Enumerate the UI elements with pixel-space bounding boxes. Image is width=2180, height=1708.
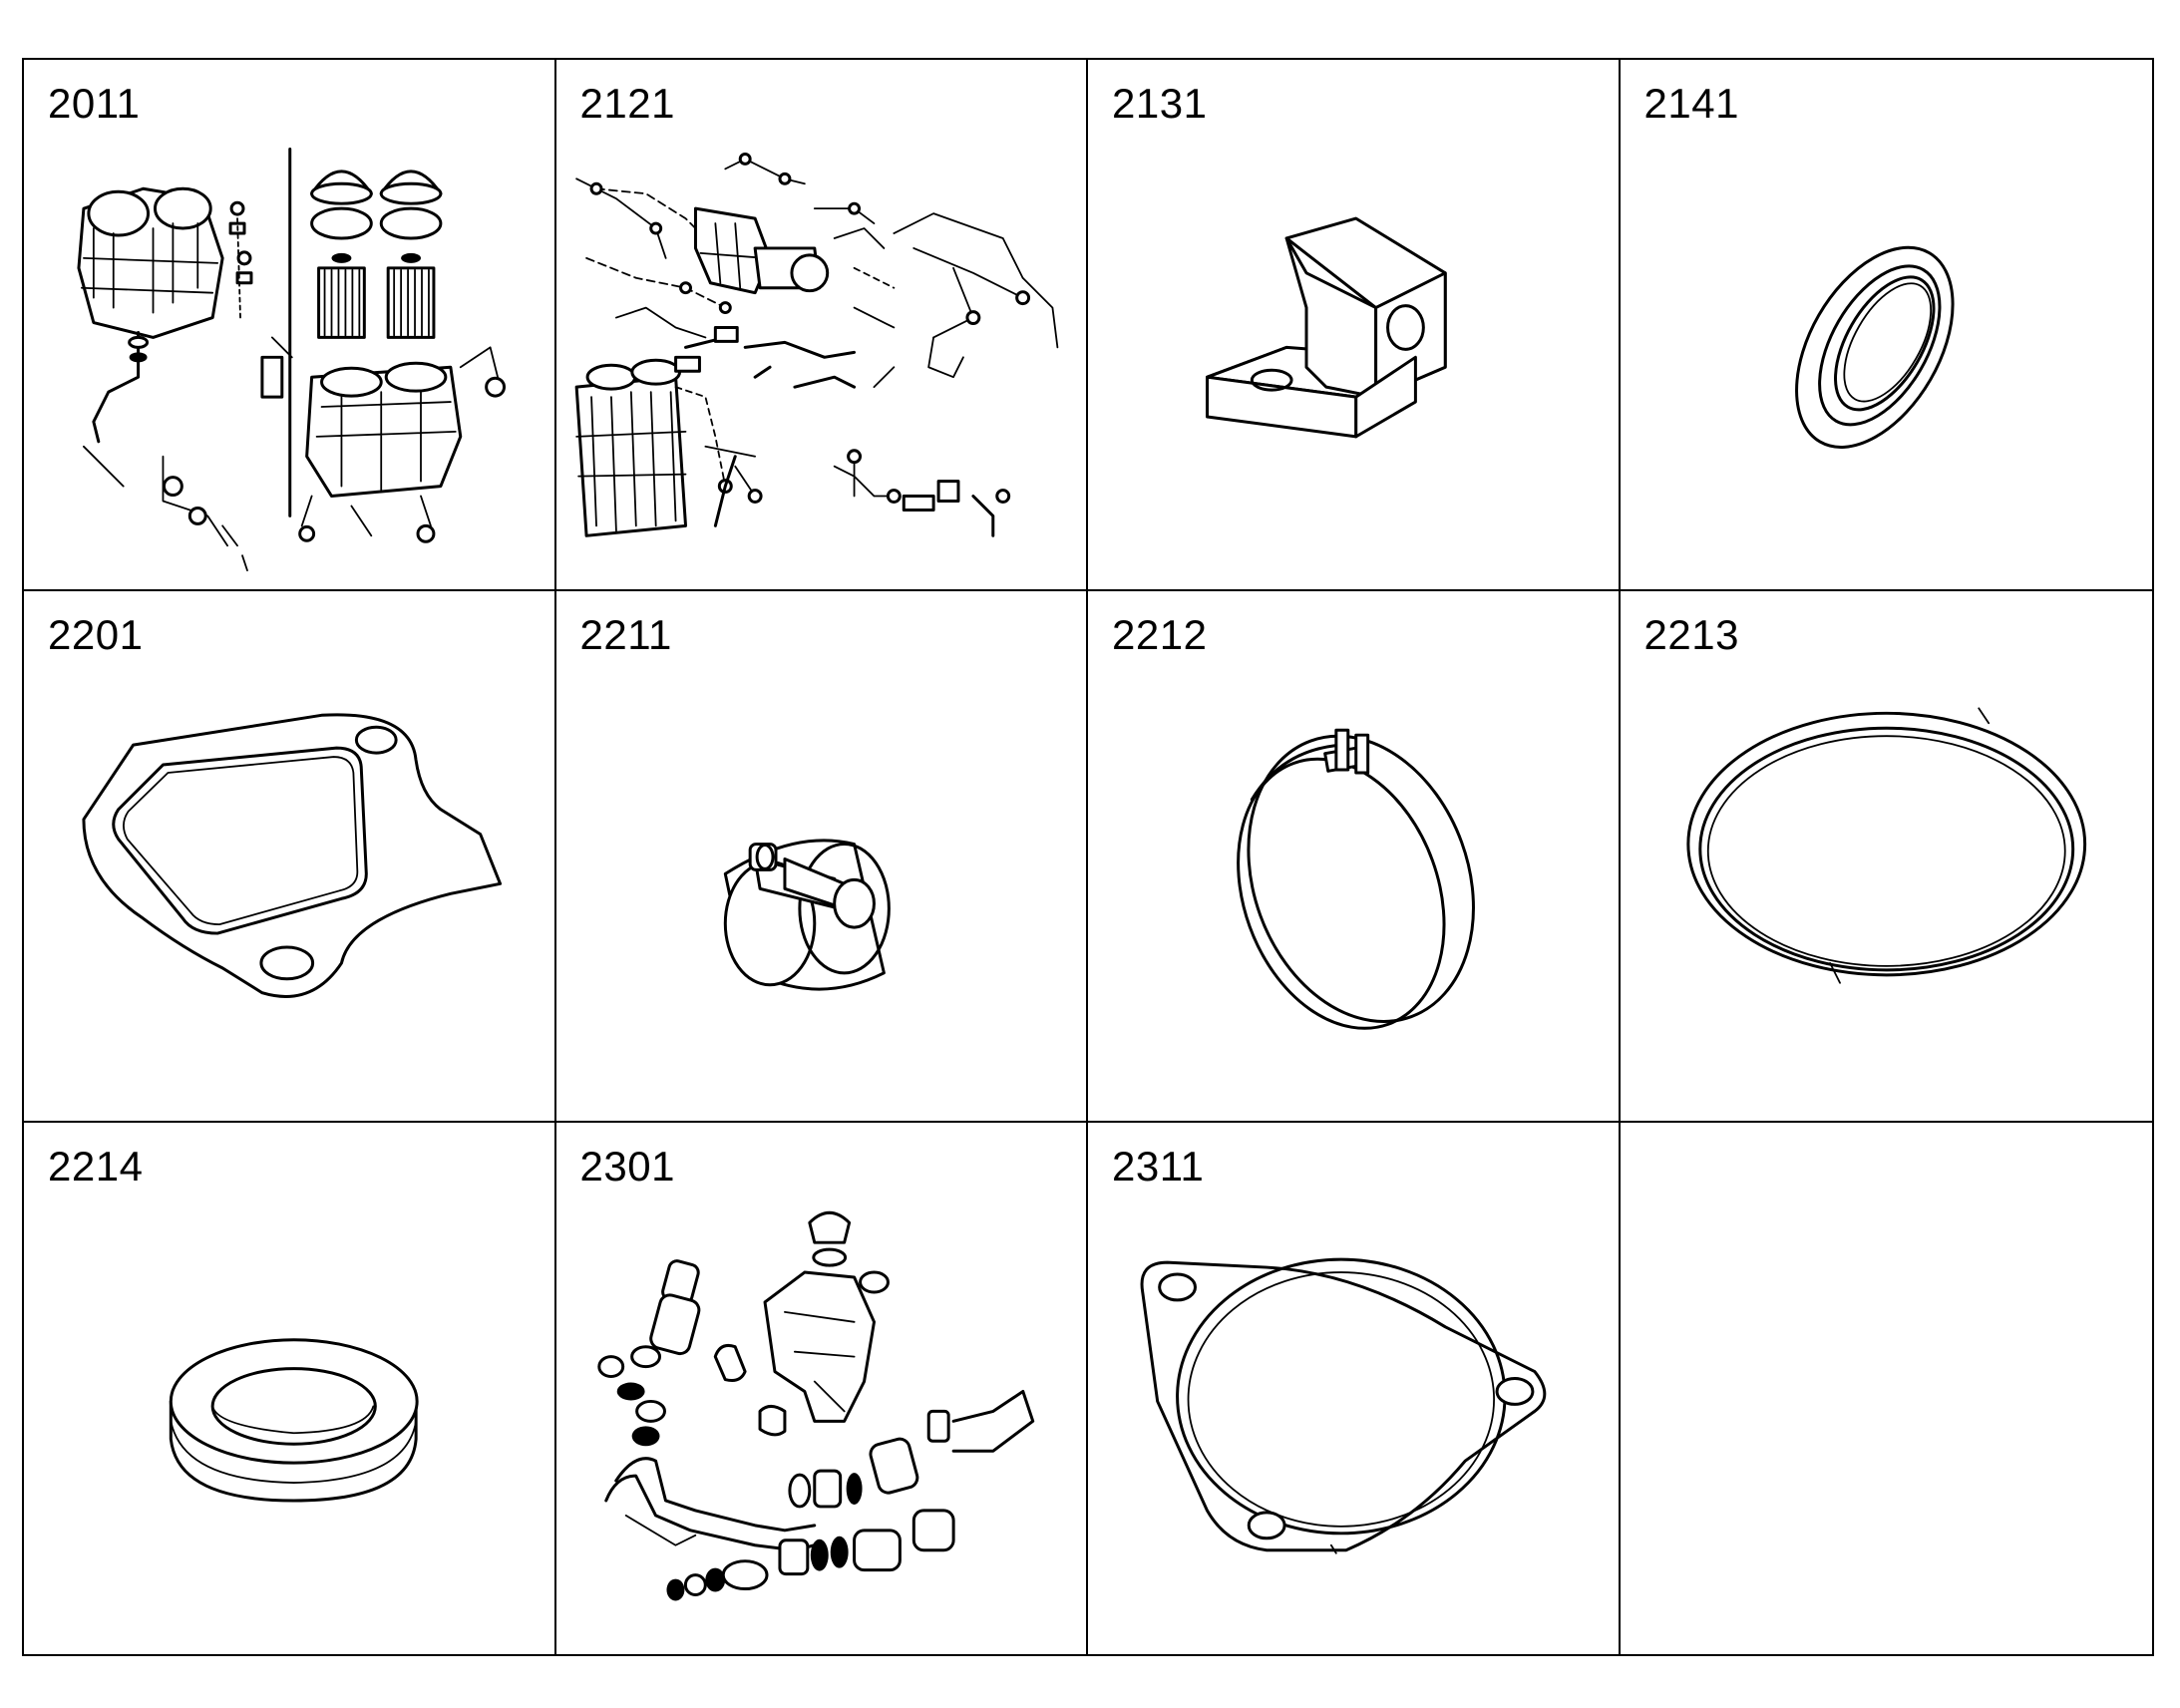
part-cell-2213[interactable]: 2213 xyxy=(1620,591,2152,1123)
part-cell-2121[interactable]: 2121 xyxy=(555,60,1088,591)
fuel-filter-module-exploded-icon xyxy=(77,148,507,572)
part-cell-2131[interactable]: 2131 xyxy=(1088,60,1621,591)
part-number: 2121 xyxy=(579,80,675,127)
t-bolt-hose-clamp-icon xyxy=(723,839,891,991)
part-number: 2011 xyxy=(48,80,141,127)
three-hole-flange-gasket-icon xyxy=(1140,1257,1547,1554)
shaft-seal-ring-icon xyxy=(1794,245,1955,449)
sealing-washer-icon xyxy=(169,1338,419,1503)
part-cell-2311[interactable]: 2311 xyxy=(1088,1123,1621,1654)
part-cell-2214[interactable]: 2214 xyxy=(24,1123,556,1654)
o-ring-icon xyxy=(1685,707,2086,984)
part-number: 2212 xyxy=(1112,611,1208,658)
part-number: 2131 xyxy=(1112,80,1208,127)
band-clamp-icon xyxy=(1237,728,1475,1030)
part-number: 2211 xyxy=(579,611,672,658)
part-number: 2213 xyxy=(1643,611,1739,658)
part-number: 2201 xyxy=(48,611,144,658)
part-number: 2311 xyxy=(1112,1143,1205,1190)
part-cell-2011[interactable]: 2011 xyxy=(24,60,556,591)
part-number: 2214 xyxy=(48,1143,144,1190)
part-number: 2301 xyxy=(579,1143,675,1190)
part-cell-2301[interactable]: 2301 xyxy=(556,1123,1088,1654)
mounting-bracket-icon xyxy=(1206,216,1447,439)
empty-cell xyxy=(1621,1123,2153,1654)
parts-grid: 2011 xyxy=(22,58,2154,1656)
part-number: 2141 xyxy=(1643,80,1739,127)
flange-gasket-icon xyxy=(82,713,503,998)
fuel-line-assembly-exploded-icon xyxy=(574,152,1058,537)
part-cell-2201[interactable]: 2201 xyxy=(24,591,556,1123)
part-cell-2212[interactable]: 2212 xyxy=(1088,591,1621,1123)
part-cell-2211[interactable]: 2211 xyxy=(555,591,1088,1123)
part-cell-2141[interactable]: 2141 xyxy=(1620,60,2152,591)
coolant-hose-assembly-exploded-icon xyxy=(596,1210,1034,1601)
